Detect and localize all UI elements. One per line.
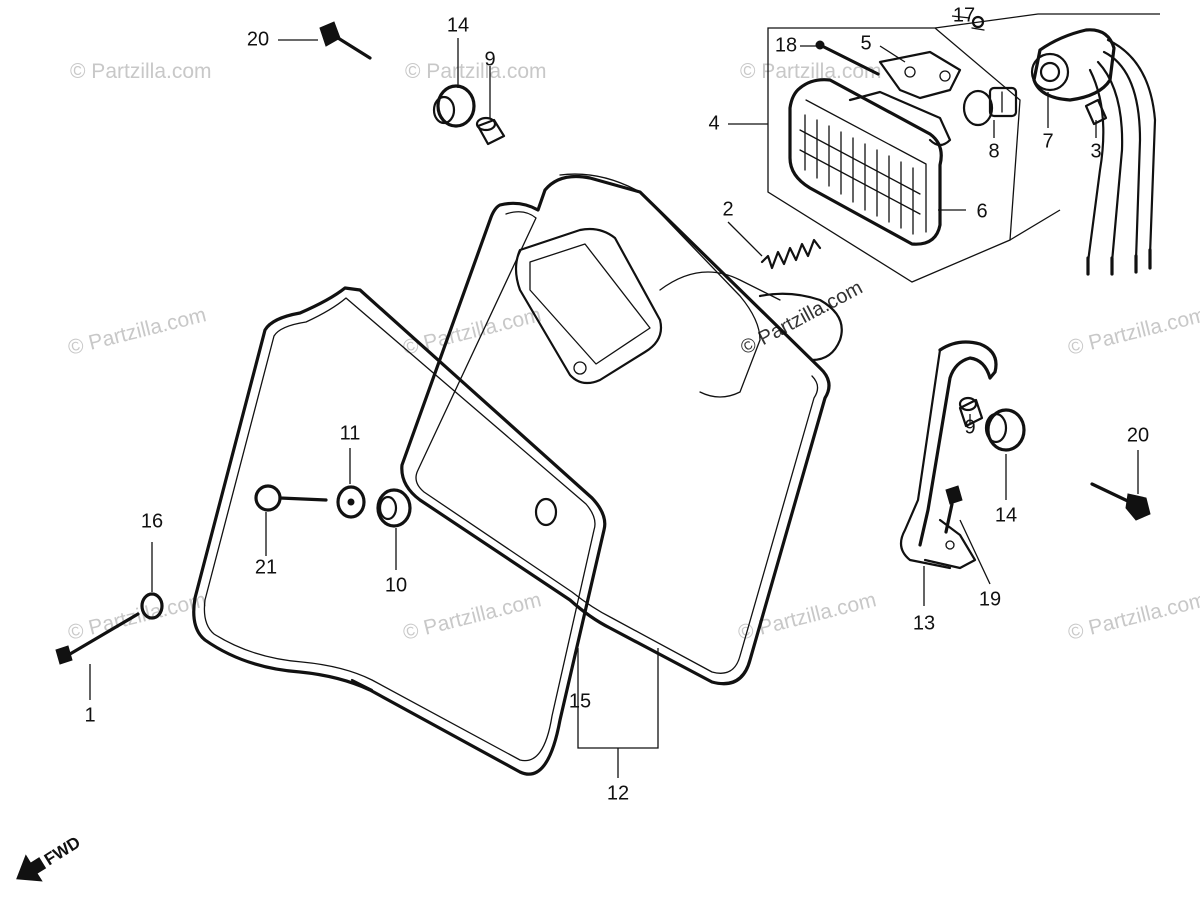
callout-12: 12 [607, 782, 629, 804]
bolt-20-right [1090, 482, 1151, 521]
callout-14-right: 14 [995, 504, 1017, 526]
callout-3: 3 [1090, 140, 1101, 162]
callout-20: 20 [247, 28, 269, 50]
callout-21: 21 [255, 556, 277, 578]
callout-9-right: 9 [964, 416, 975, 438]
callout-2: 2 [722, 198, 733, 220]
callout-16: 16 [141, 510, 163, 532]
fwd-label: FWD [41, 833, 84, 870]
callout-11: 11 [340, 422, 361, 444]
watermark: © Partzilla.com [66, 588, 209, 645]
watermark: © Partzilla.com [1066, 303, 1200, 360]
callout-4: 4 [708, 112, 719, 134]
washer-11 [336, 485, 366, 519]
callout-8: 8 [988, 140, 999, 162]
screw-18 [815, 40, 880, 76]
screw-17 [971, 15, 985, 31]
watermark-layer: © Partzilla.com © Partzilla.com © Partzi… [66, 60, 1200, 645]
watermark: © Partzilla.com [401, 303, 544, 360]
washer-16 [140, 592, 164, 620]
taillight-box-outline [767, 13, 1160, 283]
taillight-lens [788, 78, 943, 246]
fwd-indicator: FWD [16, 833, 84, 882]
rear-cowl-frame [192, 286, 607, 776]
watermark: © Partzilla.com [401, 588, 544, 645]
clip-3 [1084, 98, 1108, 126]
grommet-10 [376, 488, 412, 528]
watermark: © Partzilla.com [405, 60, 547, 83]
collar-9-top [475, 116, 506, 146]
callout-15: 15 [569, 690, 591, 712]
callout-7: 7 [1042, 130, 1053, 152]
collar-9-right [958, 396, 984, 428]
callout-9: 9 [484, 48, 495, 70]
callout-18: 18 [775, 34, 797, 56]
fwd-arrow-icon [16, 854, 47, 882]
grommet-14-right [984, 408, 1026, 452]
bulb-8 [962, 86, 1018, 127]
callout-6: 6 [976, 200, 987, 222]
bolt-19 [944, 485, 963, 534]
callout-19: 19 [979, 588, 1001, 610]
taillight-base [848, 50, 962, 147]
leader-lines [89, 15, 1139, 778]
watermark: © Partzilla.com [66, 303, 209, 360]
rear-cowl-body [400, 173, 843, 686]
callout-10: 10 [385, 574, 407, 596]
callout-13: 13 [913, 612, 935, 634]
watermark: © Partzilla.com [1066, 588, 1200, 645]
callout-20-right: 20 [1127, 424, 1149, 446]
callout-17: 17 [953, 4, 975, 26]
callout-1: 1 [84, 704, 95, 726]
bolt-20-top [319, 21, 372, 60]
spring-2 [760, 238, 822, 270]
callout-14: 14 [447, 14, 469, 36]
watermark-center: © Partzilla.com [737, 277, 866, 360]
bolt-1 [55, 612, 140, 665]
callout-5: 5 [860, 32, 871, 54]
callout-numbers: 20 14 9 17 18 5 4 8 7 3 6 2 11 21 10 16 … [84, 4, 1149, 804]
watermark: © Partzilla.com [740, 60, 882, 83]
grommet-14-top [432, 84, 476, 128]
watermark: © Partzilla.com [70, 60, 212, 83]
stay-13 [899, 340, 998, 570]
bolt-21 [254, 484, 328, 512]
